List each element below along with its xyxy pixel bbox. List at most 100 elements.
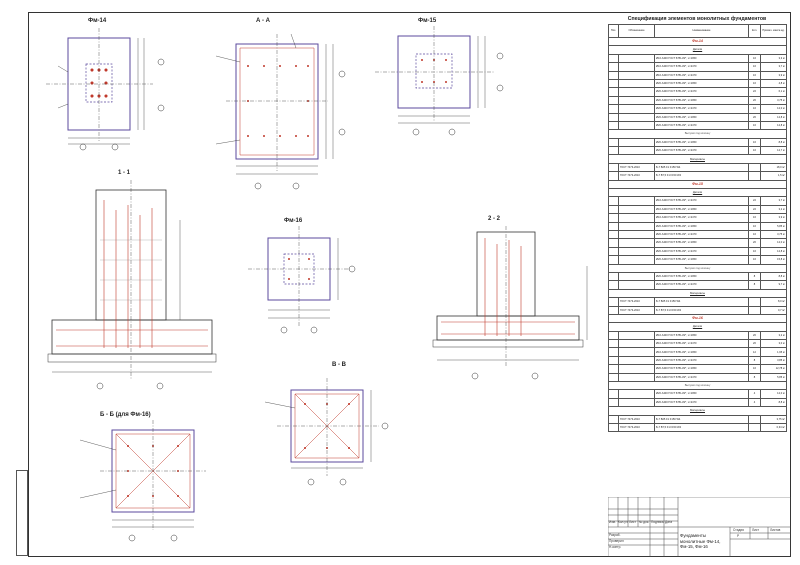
spec-group-label: Детали	[608, 322, 787, 332]
spec-cell-designation: ГОСТ 7473-2010	[618, 305, 655, 315]
tb-h-ndok: № док.	[639, 520, 650, 524]
spec-cell-qty: 16	[748, 70, 761, 80]
spec-cell-designation	[618, 372, 655, 383]
spec-subheader-row: Детали	[608, 45, 787, 55]
spec-cell-mass: 15,8 кг	[760, 255, 787, 265]
spec-cell-mass: 8,8 кг	[760, 137, 787, 148]
drawing-fm14-plan	[46, 28, 165, 151]
spec-cell-designation	[618, 196, 655, 206]
spec-cell-mass: 9,7 кг	[760, 280, 787, 290]
spec-cell-qty: 16	[748, 246, 761, 257]
spec-cell-qty: 16	[748, 364, 761, 374]
spec-cell-pos	[608, 347, 619, 357]
spec-cell-qty	[748, 305, 761, 315]
spec-cell-name: Ø20 А400 ГОСТ 5781-82*, L=1950	[654, 255, 749, 265]
spec-cell-name: Ø16 А400 ГОСТ 5781-82*, L=1950	[654, 53, 749, 64]
spec-cell-pos	[608, 146, 619, 156]
spec-cell-name: Ø20 А400 ГОСТ 5781-82*, L=1950	[654, 364, 749, 374]
spec-cell-designation	[618, 255, 655, 265]
spec-cell-pos	[608, 213, 619, 223]
spec-col-name: Наименование	[654, 24, 749, 38]
spec-cell-qty: 20	[748, 238, 761, 248]
spec-subheader-row: Детали	[608, 322, 787, 332]
spec-cell-pos	[608, 78, 619, 89]
spec-cell-designation	[618, 213, 655, 223]
spec-cell-mass: 12,7 кг	[760, 146, 787, 156]
spec-cell-qty: 16	[748, 213, 761, 223]
spec-group-label: Детали	[608, 45, 787, 55]
spec-cell-designation	[618, 330, 655, 341]
spec-cell-pos	[608, 246, 619, 257]
spec-cell-pos	[608, 162, 619, 173]
spec-cell-designation	[618, 87, 655, 97]
tb-h-sheet: Лист	[752, 528, 759, 532]
spec-cell-qty: 16	[748, 104, 761, 114]
spec-cell-mass: 4,8 кг	[760, 78, 787, 89]
spec-cell-qty: 12	[748, 347, 761, 357]
tb-h-izm: Изм.	[609, 520, 616, 524]
specification: Спецификация элементов монолитных фундам…	[608, 16, 787, 433]
spec-cell-pos	[608, 112, 619, 122]
view-title-vv: В - В	[332, 362, 346, 368]
spec-cell-designation	[618, 204, 655, 215]
spec-subheader-row: Выпуски под колонну	[608, 380, 787, 391]
spec-cell-qty: 16	[748, 146, 761, 156]
spec-table: Поз. Обозначение Наименование Кол. Приме…	[608, 24, 787, 433]
spec-subheader-row: Материалы	[608, 288, 787, 299]
spec-cell-pos	[608, 120, 619, 131]
spec-cell-qty	[748, 162, 761, 173]
spec-cell-mass: 6,1 кг	[760, 87, 787, 97]
tb-h-kol: Кол.уч	[618, 520, 628, 524]
spec-cell-pos	[608, 70, 619, 80]
spec-cell-designation: ГОСТ 7473-2010	[618, 414, 655, 424]
spec-group-row: Фм-15	[608, 179, 787, 190]
spec-cell-mass: 3,0 кг	[760, 339, 787, 349]
spec-cell-qty: 22	[748, 204, 761, 215]
spec-cell-designation	[618, 62, 655, 72]
spec-cell-pos	[608, 330, 619, 341]
spec-cell-pos	[608, 305, 619, 315]
sheet-frame	[28, 12, 791, 557]
spec-cell-mass: 12,8 кг	[760, 246, 787, 257]
spec-cell-designation: ГОСТ 7473-2010	[618, 422, 655, 433]
tb-h-sheets: Листов	[770, 528, 781, 532]
spec-cell-mass: 0,34 м³	[760, 422, 787, 433]
tb-sheet-title: Фундаменты монолитные Фм-14, Фм-15, Фм-1…	[680, 533, 721, 549]
spec-cell-qty: 16	[748, 229, 761, 240]
spec-cell-qty: 20	[748, 339, 761, 349]
spec-cell-qty: 20	[748, 95, 761, 106]
spec-group-label: Материалы	[608, 288, 787, 299]
spec-cell-designation	[618, 364, 655, 374]
spec-cell-designation	[618, 78, 655, 89]
spec-cell-name: Б-7 В25 F1 F150 W4	[654, 297, 749, 307]
spec-cell-name: Ø20 А400 ГОСТ 5781-82*, L=1950	[654, 238, 749, 248]
spec-cell-qty: 20	[748, 112, 761, 122]
spec-cell-qty: 22	[748, 87, 761, 97]
tb-h-podpis: Подпись	[651, 520, 664, 524]
spec-group-label: Материалы	[608, 406, 787, 416]
spec-cell-name: Ø20 А400 ГОСТ 5781-82*, L=2470	[654, 87, 749, 97]
spec-cell-qty: 4	[748, 389, 761, 399]
spec-cell-mass: 3,2 кг	[760, 330, 787, 341]
spec-group-label: Фм-14	[608, 36, 787, 47]
spec-cell-qty: 16	[748, 78, 761, 89]
spec-subheader-row: Выпуски под колонну	[608, 129, 787, 139]
spec-cell-name: Ø16 А400 ГОСТ 5781-82*, L=2470	[654, 62, 749, 72]
spec-cell-designation	[618, 104, 655, 114]
